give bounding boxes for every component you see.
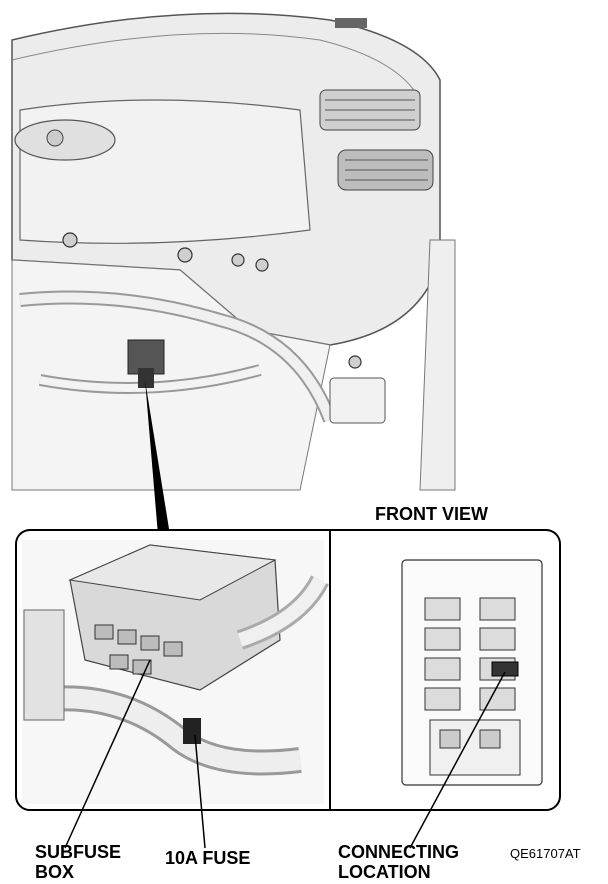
subfuse-closeup — [22, 540, 329, 804]
subfuse-box-label-line1: SUBFUSE — [35, 842, 122, 862]
front-view-label: FRONT VIEW — [375, 504, 488, 524]
fusebox-front-view — [401, 559, 543, 786]
connecting-location-label-line1: CONNECTING — [338, 842, 459, 862]
subfuse-box-label-line2: BOX — [35, 862, 75, 882]
figure-code: QE61707AT — [510, 846, 581, 861]
connecting-location-label-line2: LOCATION — [338, 862, 431, 882]
fuse-10a-label: 10A FUSE — [165, 848, 251, 868]
